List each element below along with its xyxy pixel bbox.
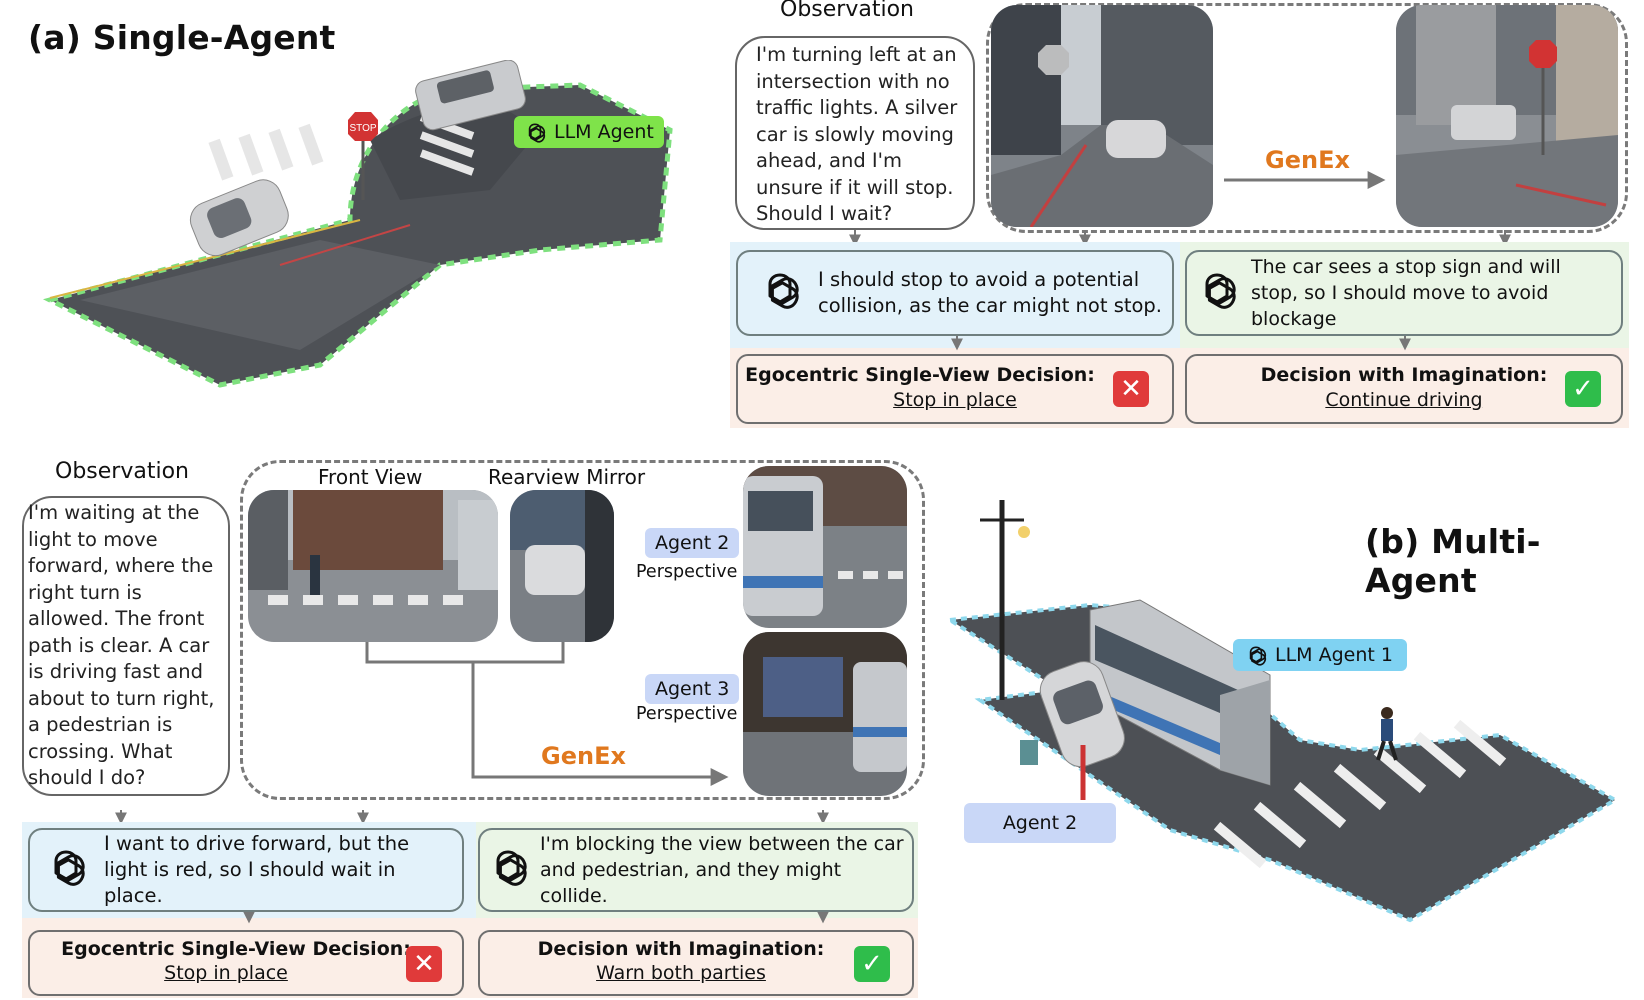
egocentric-view-photo — [991, 5, 1213, 227]
arrow-down-10 — [817, 912, 829, 924]
llm-agent-label: LLM Agent — [554, 121, 654, 143]
scene-agent2-tag: Agent 2 — [964, 803, 1116, 843]
silver-car — [1039, 661, 1125, 768]
agent2-perspective-label: Perspective — [636, 562, 738, 582]
chatgpt-icon — [484, 846, 532, 894]
decision-egocentric-bottom: Egocentric Single-View Decision: Stop in… — [28, 930, 464, 996]
arrow-down-6 — [115, 810, 127, 825]
chatgpt-icon — [1193, 269, 1241, 317]
decision-imagination-label-top: Decision with Imagination: — [1260, 364, 1548, 386]
single-agent-title: (a) Single-Agent — [28, 18, 336, 57]
observation-title-bottom: Observation — [55, 459, 189, 484]
egocentric-panel-bg-bottom — [22, 822, 476, 918]
llm-agent-tag: LLM Agent — [514, 116, 664, 148]
bus — [1089, 599, 1271, 786]
reason-imagination-bottom: I'm blocking the view between the car an… — [478, 828, 914, 912]
chatgpt-icon — [1248, 646, 1268, 668]
genex-label-top: GenEx — [1265, 146, 1350, 174]
llm-agent1-label: LLM Agent 1 — [1275, 644, 1393, 666]
reason-egocentric-bottom: I want to drive forward, but the light i… — [28, 828, 464, 912]
decision-imagination-top: Decision with Imagination: Continue driv… — [1185, 354, 1623, 424]
stop-sign-text: STOP — [349, 123, 376, 134]
arrow-down-2 — [1079, 230, 1091, 247]
reason-egocentric-text-bottom: I want to drive forward, but the light i… — [104, 832, 410, 907]
chatgpt-icon — [42, 846, 90, 894]
reason-imagination-text-top: The car sees a stop sign and will stop, … — [1251, 256, 1561, 330]
decision-imagination-value-bottom: Warn both parties — [596, 962, 766, 984]
llm-agent1-tag: LLM Agent 1 — [1233, 639, 1407, 671]
cross-mark-icon: ✕ — [406, 946, 442, 982]
scene-agent2-label: Agent 2 — [1002, 812, 1078, 834]
front-view-label: Front View — [318, 465, 423, 489]
arrow-down-3 — [1499, 230, 1511, 247]
decision-imagination-bottom: Decision with Imagination: Warn both par… — [478, 930, 914, 996]
check-mark-icon: ✓ — [1565, 371, 1601, 407]
agent3-tag: Agent 3 — [645, 674, 740, 704]
observation-bubble-top: I'm turning left at an intersection with… — [735, 36, 975, 230]
decision-egocentric-label-top: Egocentric Single-View Decision: — [745, 364, 1095, 386]
imagination-frame-bottom — [240, 460, 925, 800]
pedestrian — [1376, 707, 1398, 761]
arrow-down-9 — [243, 912, 255, 924]
genex-arrow-top — [1224, 171, 1386, 189]
agent3-perspective-label: Perspective — [636, 704, 738, 724]
imagination-panel-bg-bottom — [476, 822, 918, 918]
decision-panel-bg-top — [730, 348, 1629, 428]
silver-car-front — [189, 179, 289, 257]
genex-connector-bottom — [365, 642, 729, 786]
check-mark-icon: ✓ — [854, 946, 890, 982]
chatgpt-icon — [527, 123, 547, 145]
decision-egocentric-label-bottom: Egocentric Single-View Decision: — [61, 938, 411, 960]
arrow-down-1 — [849, 230, 861, 247]
decision-egocentric-top: Egocentric Single-View Decision: Stop in… — [736, 354, 1174, 424]
decision-egocentric-value-top: Stop in place — [893, 389, 1017, 411]
decision-imagination-label-bottom: Decision with Imagination: — [537, 938, 825, 960]
reason-egocentric-text-top: I should stop to avoid a potential colli… — [818, 268, 1163, 317]
silver-suv — [415, 60, 526, 131]
cross-mark-icon: ✕ — [1113, 371, 1149, 407]
multi-agent-scene — [944, 500, 1620, 923]
arrow-down-4 — [951, 336, 963, 351]
agent2-perspective-photo — [743, 466, 907, 628]
decision-imagination-value-top: Continue driving — [1325, 389, 1483, 411]
multi-agent-title: (b) Multi-Agent — [1365, 522, 1541, 600]
arrow-down-5 — [1399, 336, 1411, 351]
front-view-photo — [248, 490, 498, 642]
rearview-mirror-label: Rearview Mirror — [488, 465, 646, 489]
arrow-down-8 — [817, 810, 829, 825]
observation-bubble-bottom: I'm waiting at the light to move forward… — [22, 496, 230, 796]
arrow-down-7 — [357, 810, 369, 825]
imagination-frame-top — [986, 3, 1628, 233]
reason-imagination-text-bottom: I'm blocking the view between the car an… — [540, 833, 904, 907]
single-agent-scene: STOP — [42, 60, 673, 388]
rearview-mirror-photo — [510, 490, 614, 642]
genex-label-bottom: GenEx — [541, 742, 626, 770]
reason-imagination-top: The car sees a stop sign and will stop, … — [1185, 250, 1623, 336]
observation-title-top: Observation — [780, 0, 914, 22]
agent3-perspective-photo — [743, 632, 907, 796]
reason-egocentric-top: I should stop to avoid a potential colli… — [736, 250, 1174, 336]
decision-egocentric-value-bottom: Stop in place — [164, 962, 288, 984]
chatgpt-icon — [756, 269, 804, 317]
agent2-tag: Agent 2 — [645, 528, 740, 558]
imagined-view-photo — [1396, 5, 1618, 227]
